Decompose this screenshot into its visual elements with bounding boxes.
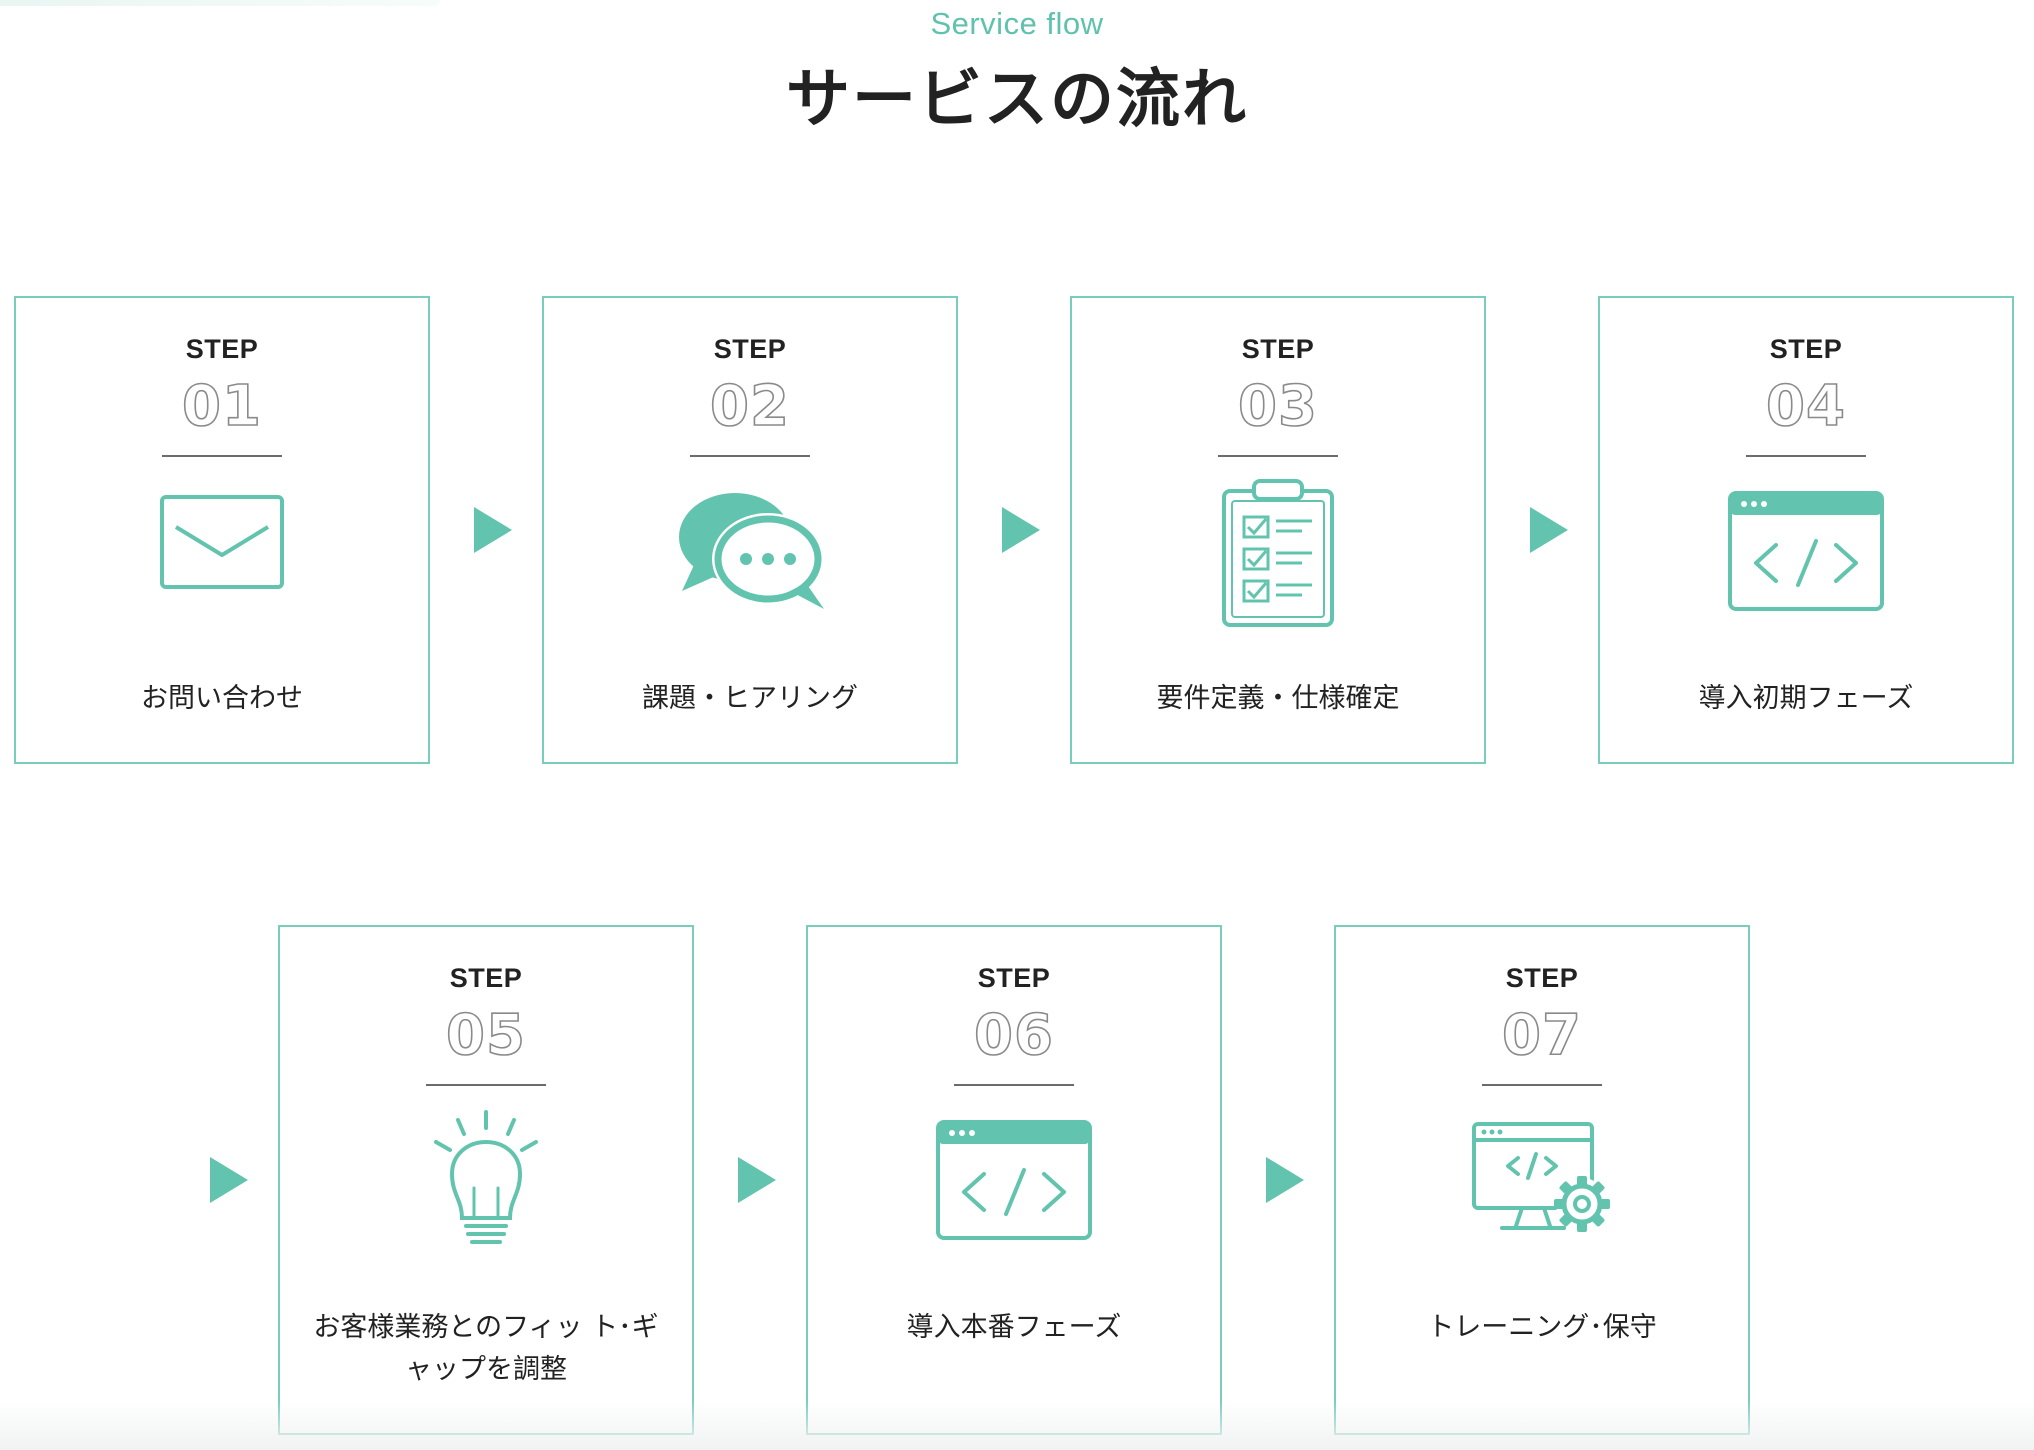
- step-divider: [1218, 455, 1338, 457]
- step-number: 01: [181, 374, 262, 440]
- step-divider: [690, 455, 810, 457]
- step-divider: [162, 455, 282, 457]
- arrow-icon: [1266, 1157, 1304, 1203]
- step-label: STEP: [1505, 963, 1579, 993]
- envelope-icon: [132, 479, 312, 629]
- step-caption: 要件定義・仕様確定: [1156, 683, 1400, 714]
- step-label: STEP: [1241, 334, 1315, 364]
- lightbulb-icon: [396, 1108, 576, 1258]
- arrow-icon: [1002, 507, 1040, 553]
- step-card-05: STEP 05 お客様業務とのフィッ ト･ギャップを調整: [278, 925, 694, 1435]
- step-number: 03: [1237, 374, 1318, 440]
- step-divider: [1746, 455, 1866, 457]
- speech-bubbles-icon: [660, 479, 840, 629]
- step-card-03: STEP 03 要件定義・仕様確定: [1070, 296, 1486, 764]
- step-label: STEP: [713, 334, 787, 364]
- step-caption: お問い合わせ: [141, 683, 303, 714]
- step-label: STEP: [449, 963, 523, 993]
- step-divider: [1482, 1084, 1602, 1086]
- bottom-fade-decoration: [0, 1400, 2034, 1450]
- arrow-icon: [738, 1157, 776, 1203]
- code-window-icon: [1716, 479, 1896, 629]
- step-divider: [426, 1084, 546, 1086]
- step-card-01: STEP 01 お問い合わせ: [14, 296, 430, 764]
- step-label: STEP: [185, 334, 259, 364]
- step-number: 02: [709, 374, 790, 440]
- step-divider: [954, 1084, 1074, 1086]
- top-accent-decoration: [0, 0, 440, 6]
- step-caption: お客様業務とのフィッ ト･ギャップを調整: [313, 1312, 659, 1385]
- step-caption: トレーニング･保守: [1427, 1312, 1657, 1343]
- step-caption: 導入本番フェーズ: [906, 1312, 1122, 1343]
- step-card-04: STEP 04 導入初期フェーズ: [1598, 296, 2014, 764]
- code-window-icon: [924, 1108, 1104, 1258]
- step-card-07: STEP 07: [1334, 925, 1750, 1435]
- step-number: 06: [973, 1003, 1054, 1069]
- arrow-icon: [474, 507, 512, 553]
- step-card-02: STEP 02 課題・ヒアリング: [542, 296, 958, 764]
- section-heading: Service flow サービスの流れ: [0, 0, 2034, 140]
- step-number: 07: [1501, 1003, 1582, 1069]
- step-number: 05: [445, 1003, 526, 1069]
- arrow-icon: [1530, 507, 1568, 553]
- step-label: STEP: [977, 963, 1051, 993]
- monitor-gear-icon: [1452, 1108, 1632, 1258]
- clipboard-checklist-icon: [1188, 479, 1368, 629]
- step-caption: 導入初期フェーズ: [1698, 683, 1914, 714]
- step-number: 04: [1765, 374, 1846, 440]
- section-title: サービスの流れ: [786, 63, 1248, 137]
- step-caption: 課題・ヒアリング: [642, 683, 858, 714]
- step-card-06: STEP 06 導入本番フェーズ: [806, 925, 1222, 1435]
- section-subtitle: Service flow: [930, 6, 1104, 41]
- step-label: STEP: [1769, 334, 1843, 364]
- arrow-icon: [210, 1157, 248, 1203]
